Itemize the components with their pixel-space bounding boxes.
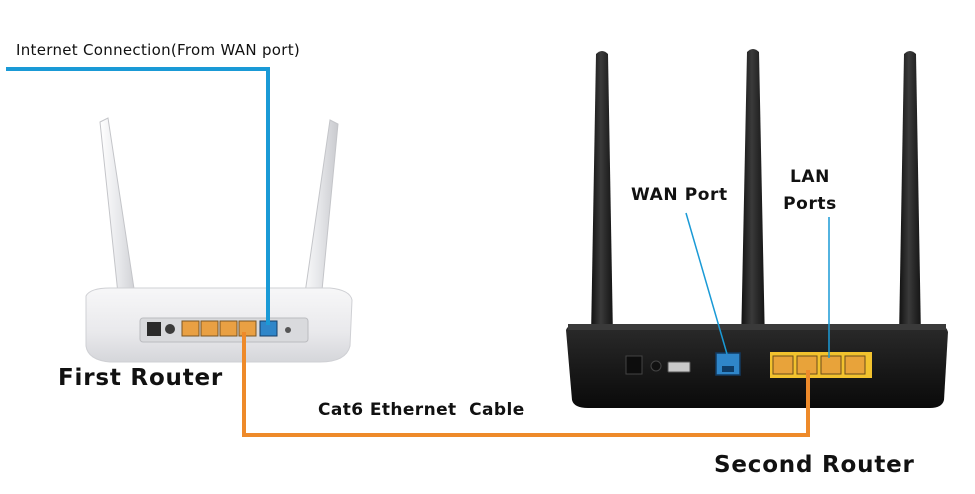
lan-ports-label-line2: Ports <box>783 194 837 214</box>
second-router-body <box>566 324 948 408</box>
second-router-label: Second Router <box>714 452 915 478</box>
lan-ports-label-line1: LAN <box>789 167 831 187</box>
wan-port-pointer <box>685 212 728 355</box>
first-router-label: First Router <box>58 365 224 391</box>
second-router-ridge <box>568 324 946 330</box>
usb-port <box>667 361 691 373</box>
power-jack <box>147 322 161 336</box>
lan-ports-label: LAN Ports <box>780 164 840 218</box>
cat6-ethernet-cable <box>242 332 810 437</box>
internet-connection-label: Internet Connection(From WAN port) <box>16 41 301 59</box>
second-router-antenna-left <box>590 51 614 394</box>
first-router <box>85 117 353 363</box>
wan-port-label: WAN Port <box>631 185 728 205</box>
power-jack-2 <box>625 355 643 375</box>
second-router-antenna-right <box>898 51 922 394</box>
reset-button <box>285 327 291 333</box>
internet-connection-line <box>6 67 270 325</box>
second-router-lan-ports <box>770 352 872 378</box>
second-router <box>566 49 948 408</box>
second-router-antenna-middle <box>740 49 766 394</box>
cat6-cable-label: Cat6 Ethernet Cable <box>318 400 525 420</box>
power-button <box>165 324 175 334</box>
power-button-2 <box>650 360 662 372</box>
